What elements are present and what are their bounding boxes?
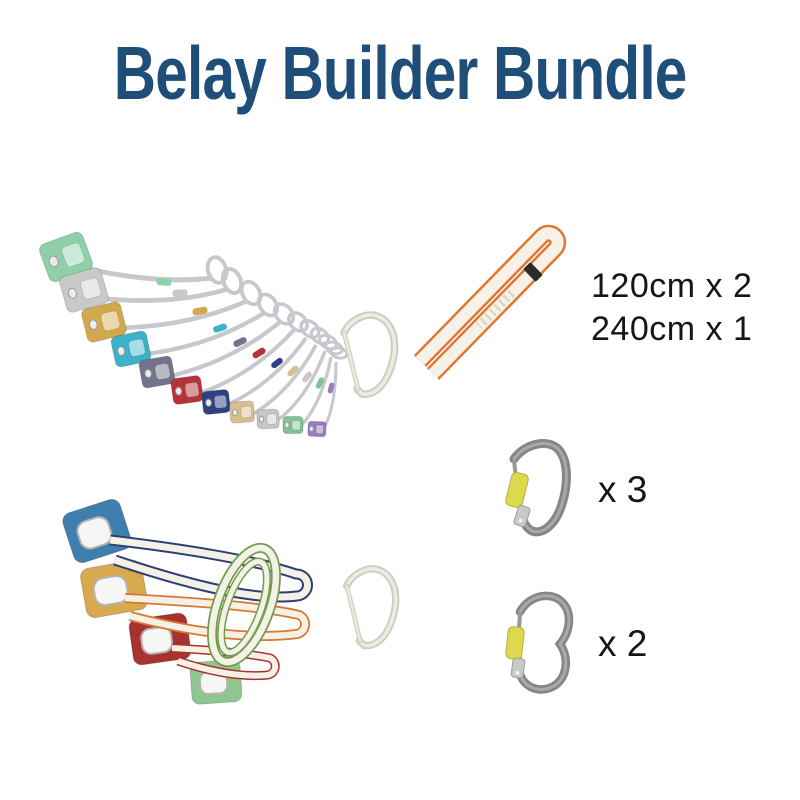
wired-nut [59, 266, 244, 313]
screwgate-hms-quantity-label: x 2 [598, 623, 648, 664]
sling-quantity-line-240: 240cm x 1 [591, 310, 753, 348]
wiregate-carabiner [344, 315, 395, 394]
wired-nut-set [39, 231, 395, 438]
wired-nut [256, 333, 338, 430]
page-title: Belay Builder Bundle [113, 31, 688, 115]
sling-stitching [475, 289, 516, 330]
hex-set [62, 498, 396, 705]
screwgate-d-carabiner [505, 439, 571, 537]
wired-nut [229, 326, 331, 424]
sling-tag [523, 262, 543, 282]
wired-nut [110, 292, 280, 368]
wired-nut [39, 231, 229, 286]
hex-sling-blue [109, 534, 313, 603]
screwgate-sleeve [505, 626, 525, 660]
gate-end [510, 657, 526, 679]
sling-quantity-label: 120cm x 2 240cm x 1 [591, 265, 752, 351]
wiregate-carabiner [347, 569, 396, 646]
wired-nut [201, 318, 321, 415]
screwgate-d-quantity-label: x 3 [598, 469, 648, 510]
wired-nut [307, 346, 349, 438]
screwgate-sleeve [505, 472, 529, 508]
sling-quantity-line-120: 120cm x 2 [591, 267, 753, 305]
dyneema-sling [413, 224, 567, 380]
gate-end [513, 504, 531, 528]
header: Belay Builder Bundle [0, 30, 800, 116]
hex-blue [62, 498, 132, 564]
screwgate-hms-carabiner [505, 591, 574, 694]
wired-nut [170, 311, 309, 405]
wired-nut [81, 279, 263, 343]
hex-sling-green [207, 542, 281, 668]
